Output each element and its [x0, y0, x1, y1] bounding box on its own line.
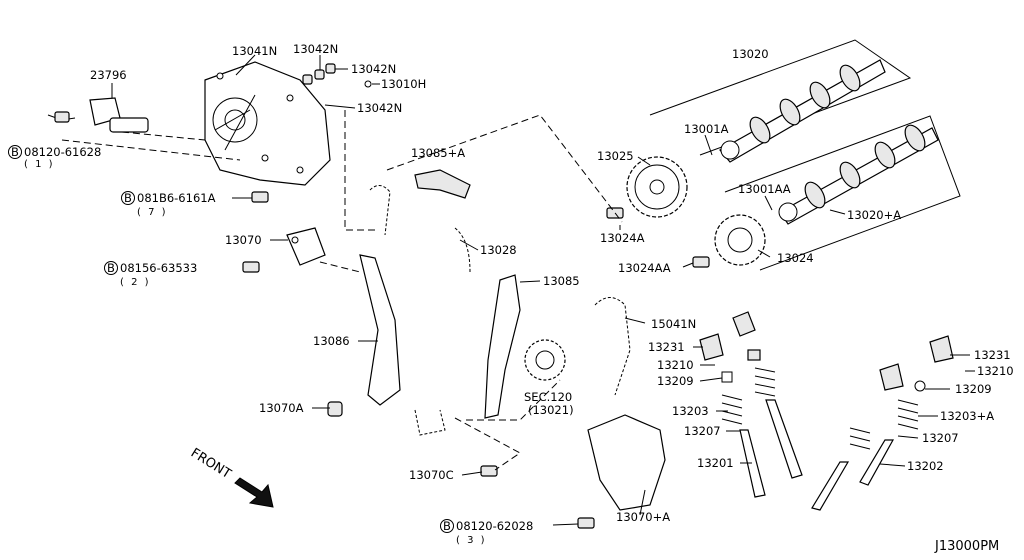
label-13024A: 13024A	[600, 231, 645, 245]
bolt-callout-2: B 081B6-6161A ( 7 )	[121, 191, 216, 218]
guide-13085-part	[484, 274, 521, 419]
bolt-callout-4: B 08120-62028 ( 3 )	[440, 519, 533, 546]
bolt-marker: B	[124, 191, 132, 205]
bolt-qty: ( 3 )	[456, 535, 487, 546]
camshaft-box	[649, 39, 961, 271]
timing-cover-part	[204, 61, 331, 186]
label-13001A: 13001A	[684, 122, 729, 136]
bolt-callout-3: B 08156-63533 ( 2 )	[104, 261, 197, 288]
label-sec120: SEC.120	[524, 390, 572, 404]
bolt-qty: ( 1 )	[24, 159, 55, 170]
label-15041N: 15041N	[651, 317, 696, 331]
label-13020: 13020	[732, 47, 769, 61]
label-13201: 13201	[697, 456, 734, 470]
bolt-marker: B	[107, 261, 115, 275]
label-13042N-c: 13042N	[357, 101, 402, 115]
bolt-qty: ( 2 )	[120, 277, 151, 288]
label-13231-left: 13231	[648, 340, 685, 354]
label-13025: 13025	[597, 149, 634, 163]
label-13041N: 13041N	[232, 44, 277, 58]
label-13042N-a: 13042N	[293, 42, 338, 56]
label-13020A: 13020+A	[847, 208, 901, 222]
label-23796: 23796	[90, 68, 127, 82]
label-13070plusA: 13070+A	[616, 510, 670, 524]
front-arrow: FRONT	[188, 446, 274, 508]
leader-lines	[111, 54, 975, 526]
label-13024: 13024	[777, 251, 814, 265]
label-sec120-sub: (13021)	[528, 403, 574, 417]
chain-upper-part	[369, 169, 471, 273]
bolt-marker: B	[11, 145, 19, 159]
label-13207-right: 13207	[922, 431, 959, 445]
label-13001AA: 13001AA	[738, 182, 791, 196]
label-13086: 13086	[313, 334, 350, 348]
label-13210-left: 13210	[657, 358, 694, 372]
front-label: FRONT	[188, 446, 234, 482]
dashed-guides	[61, 110, 623, 471]
valve-left-parts	[699, 311, 803, 498]
camshaft-intake-part	[719, 59, 886, 163]
bolt-callout-1: B 08120-61628 ( 1 )	[8, 145, 101, 170]
guide-13070A-part	[587, 414, 666, 511]
bolt-number: 081B6-6161A	[137, 191, 216, 205]
camshaft-exhaust-part	[778, 124, 939, 225]
bolt-number: 08120-62028	[456, 519, 533, 533]
bolt-number: 08156-63533	[120, 261, 197, 275]
label-13070C: 13070C	[409, 468, 454, 482]
label-13202: 13202	[907, 459, 944, 473]
tensioner-part	[286, 227, 326, 266]
sensor-part	[47, 97, 149, 133]
label-13203: 13203	[672, 404, 709, 418]
chain-lower-part	[414, 297, 631, 436]
label-13231-right: 13231	[974, 348, 1011, 362]
valve-right-parts	[811, 335, 954, 511]
label-13010H: 13010H	[381, 77, 426, 91]
label-13085: 13085	[543, 274, 580, 288]
guide-13086-part	[359, 254, 401, 406]
label-13042N-b: 13042N	[351, 62, 396, 76]
crank-sprocket-part	[524, 339, 566, 381]
bolt-number: 08120-61628	[24, 145, 101, 159]
label-13209-left: 13209	[657, 374, 694, 388]
sprocket-13024-part	[714, 214, 766, 266]
diagram-id: J13000PM	[934, 539, 999, 554]
label-13203A: 13203+A	[940, 409, 994, 423]
label-13070A: 13070A	[259, 401, 304, 415]
label-13210-right: 13210	[977, 364, 1014, 378]
sprocket-13025-part	[626, 156, 688, 218]
label-13070: 13070	[225, 233, 262, 247]
bolt-marker: B	[443, 519, 451, 533]
bolt-parts	[242, 191, 710, 529]
plug-parts	[302, 63, 372, 88]
label-13024AA: 13024AA	[618, 261, 671, 275]
label-13028: 13028	[480, 243, 517, 257]
label-13207-left: 13207	[684, 424, 721, 438]
label-13085A: 13085+A	[411, 146, 465, 160]
bolt-qty: ( 7 )	[137, 207, 168, 218]
label-13209-right: 13209	[955, 382, 992, 396]
